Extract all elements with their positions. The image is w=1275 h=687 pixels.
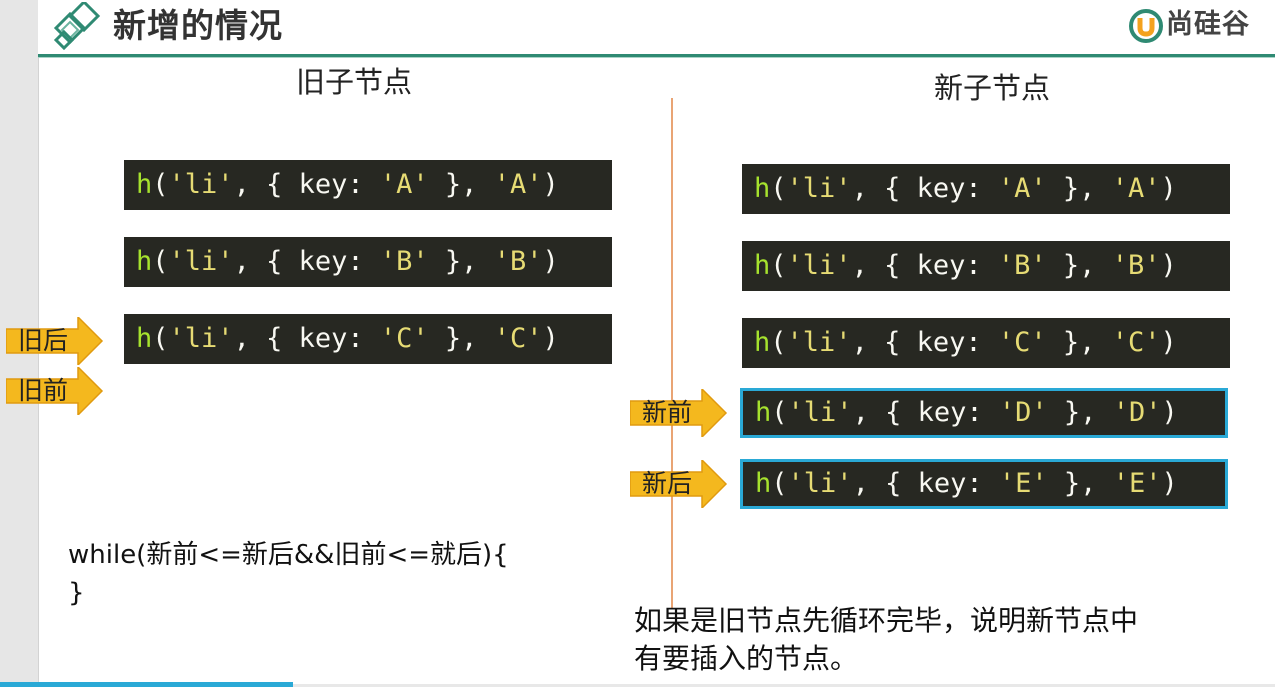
code-fn: h	[754, 250, 771, 281]
code-fn: h	[136, 169, 153, 200]
old-end-pointer: 旧后	[6, 317, 104, 365]
loop-line-1: while(新前<=新后&&旧前<=就后){	[68, 540, 509, 570]
arrow-pointer-icon	[630, 389, 728, 437]
code-tag: 'li'	[786, 327, 852, 358]
new-end-label: 新后	[642, 469, 693, 498]
video-progress-track[interactable]	[293, 684, 1275, 687]
layered-diamond-logo-icon	[40, 0, 106, 54]
new-node-a: h('li', { key: 'A' }, 'A')	[742, 164, 1230, 214]
code-tag: 'li'	[168, 246, 234, 277]
code-text: 'A'	[493, 169, 543, 200]
new-node-e: h('li', { key: 'E' }, 'E')	[740, 459, 1228, 509]
code-text: 'C'	[493, 323, 543, 354]
code-fn: h	[755, 468, 772, 499]
old-node-a: h('li', { key: 'A' }, 'A')	[124, 160, 612, 210]
code-fn: h	[754, 327, 771, 358]
slide-header	[38, 0, 1275, 54]
new-node-c: h('li', { key: 'C' }, 'C')	[742, 318, 1230, 368]
code-key: 'C'	[997, 327, 1047, 358]
code-tag: 'li'	[168, 169, 234, 200]
new-start-label: 新前	[642, 398, 693, 427]
code-tag: 'li'	[168, 323, 234, 354]
code-key: 'C'	[379, 323, 429, 354]
loop-condition: while(新前<=新后&&旧前<=就后){ }	[68, 536, 509, 612]
code-key: 'B'	[997, 250, 1047, 281]
code-text: 'E'	[1112, 468, 1162, 499]
old-children-heading: 旧子节点	[296, 65, 413, 99]
new-end-pointer: 新后	[630, 460, 728, 508]
new-node-d: h('li', { key: 'D' }, 'D')	[740, 388, 1228, 438]
code-text: 'B'	[493, 246, 543, 277]
code-text: 'A'	[1111, 173, 1161, 204]
brand-u-logo-icon	[1129, 9, 1163, 43]
code-tag: 'li'	[786, 250, 852, 281]
arrow-pointer-icon	[6, 317, 104, 365]
note-line-2: 有要插入的节点。	[634, 642, 859, 675]
old-start-label: 旧前	[18, 376, 69, 405]
arrow-pointer-icon	[6, 367, 104, 415]
code-text: 'B'	[1111, 250, 1161, 281]
code-key: 'A'	[379, 169, 429, 200]
new-start-pointer: 新前	[630, 389, 728, 437]
old-node-c: h('li', { key: 'C' }, 'C')	[124, 314, 612, 364]
header-divider	[38, 54, 1275, 57]
new-children-heading: 新子节点	[934, 71, 1051, 105]
column-divider	[671, 98, 673, 608]
code-fn: h	[754, 173, 771, 204]
brand-name: 尚硅谷	[1166, 9, 1250, 40]
explanation-note: 如果是旧节点先循环完毕，说明新节点中 有要插入的节点。	[634, 602, 1234, 678]
old-node-b: h('li', { key: 'B' }, 'B')	[124, 237, 612, 287]
code-tag: 'li'	[787, 397, 853, 428]
page-title: 新增的情况	[113, 6, 283, 45]
code-key: 'A'	[997, 173, 1047, 204]
code-fn: h	[136, 246, 153, 277]
code-text: 'D'	[1112, 397, 1162, 428]
code-text: 'C'	[1111, 327, 1161, 358]
loop-line-2: }	[68, 578, 85, 608]
code-key: 'E'	[998, 468, 1048, 499]
arrow-pointer-icon	[630, 460, 728, 508]
note-line-1: 如果是旧节点先循环完毕，说明新节点中	[634, 604, 1139, 637]
new-node-b: h('li', { key: 'B' }, 'B')	[742, 241, 1230, 291]
old-start-pointer: 旧前	[6, 367, 104, 415]
code-fn: h	[755, 397, 772, 428]
code-fn: h	[136, 323, 153, 354]
header-divider-light	[38, 57, 1275, 58]
code-key: 'D'	[998, 397, 1048, 428]
old-end-label: 旧后	[18, 326, 69, 355]
video-progress-fill[interactable]	[0, 682, 293, 687]
code-tag: 'li'	[787, 468, 853, 499]
code-tag: 'li'	[786, 173, 852, 204]
code-key: 'B'	[379, 246, 429, 277]
